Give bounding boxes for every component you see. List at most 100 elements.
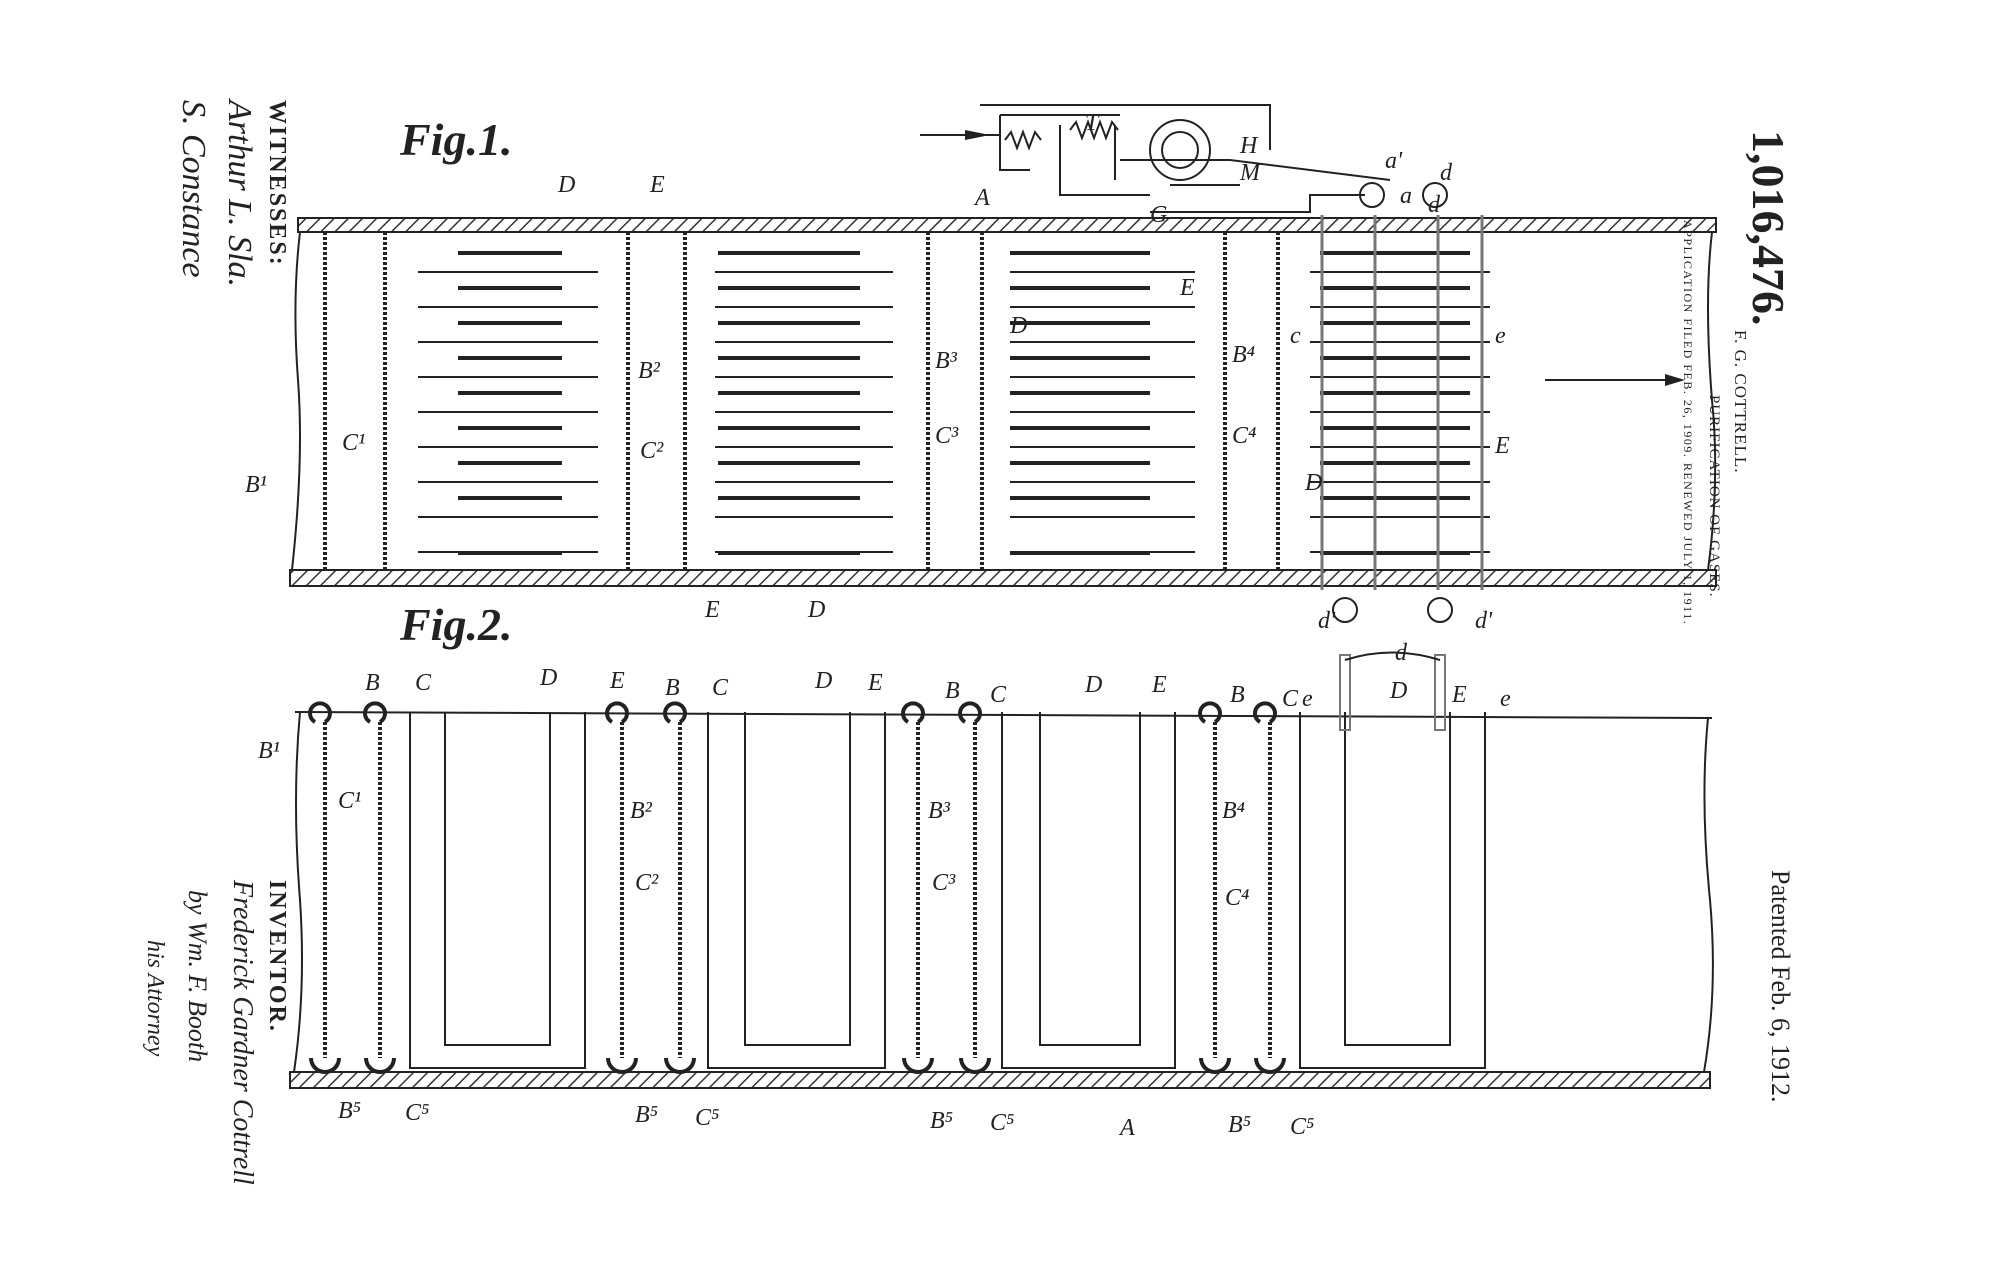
reference-label: E (1451, 682, 1467, 708)
witness-signature: Arthur L. Sla. (221, 100, 258, 288)
hook-top (308, 701, 332, 724)
hook-top (1253, 701, 1277, 724)
reference-label: a (1400, 183, 1412, 209)
hook-top (958, 701, 982, 724)
reference-label: D (539, 665, 557, 691)
tube-break-left (291, 231, 301, 571)
reference-label: E (867, 670, 883, 696)
reference-label: e (1302, 686, 1313, 712)
reference-label: G (1150, 202, 1167, 228)
reference-label: B⁵ (1228, 1112, 1251, 1138)
rod-connector (1344, 651, 1441, 661)
reference-label: C (415, 670, 432, 696)
reference-label: D (1009, 313, 1027, 339)
reference-label: E (1179, 275, 1195, 301)
reference-label: C³ (935, 423, 959, 449)
tube-break-left (293, 711, 303, 1073)
tube-break-right (1703, 717, 1714, 1073)
reference-label: B⁵ (930, 1108, 953, 1134)
inventor-signature: Frederick Gardner Cottrell (227, 880, 258, 1185)
figure-2 (289, 651, 1714, 1089)
reference-label: C² (635, 870, 659, 896)
reference-label: d (1395, 640, 1408, 666)
reference-label: M (1239, 160, 1262, 186)
reference-label: C (712, 675, 729, 701)
insulator (1422, 182, 1448, 208)
reference-label: D (1304, 470, 1322, 496)
arrow-head-icon (1665, 374, 1685, 386)
arrow-head-icon (965, 130, 990, 140)
patented-date: Patented Feb. 6, 1912. (1766, 870, 1795, 1103)
rectifier-hub (1161, 131, 1199, 169)
hook-top (605, 701, 629, 724)
reference-label: C⁵ (1290, 1114, 1314, 1140)
reference-label: A (1118, 1115, 1135, 1141)
reference-label: d' (1318, 608, 1336, 634)
reference-label: C⁴ (1232, 423, 1256, 449)
hook-top (1198, 701, 1222, 724)
support-rod (1339, 654, 1351, 731)
reference-label: E (1151, 672, 1167, 698)
hook-bottom (606, 1057, 638, 1074)
electrode-outer (1299, 712, 1486, 1069)
reference-label: d (1428, 192, 1441, 218)
reference-label: d (1440, 160, 1453, 186)
electrode-inner (744, 712, 851, 1046)
reference-label: E (609, 668, 625, 694)
tube-wall-bottom (289, 569, 1717, 587)
hook-bottom (664, 1057, 696, 1074)
support-rod (1434, 654, 1446, 731)
inventor-name: F. G. COTTRELL. (1731, 330, 1750, 474)
reference-label: B¹ (258, 738, 280, 764)
figure-1 (289, 104, 1717, 623)
reference-label: C³ (932, 870, 956, 896)
reference-label: B³ (928, 798, 951, 824)
reference-label: B (1230, 682, 1245, 708)
witness-signature: S. Constance (175, 100, 212, 278)
hook-top (363, 701, 387, 724)
reference-label: E (1494, 433, 1510, 459)
reference-label: T (1085, 110, 1100, 136)
hook-bottom (364, 1057, 396, 1074)
hook-bottom (309, 1057, 341, 1074)
circuit-wire (980, 104, 1271, 150)
circuit-wire (1150, 194, 1365, 213)
circuit-wire (1059, 125, 1110, 196)
reference-label: B⁵ (635, 1102, 658, 1128)
reference-label: B (665, 675, 680, 701)
electrode-outer (707, 712, 886, 1069)
circuit-wire (1069, 119, 1119, 141)
hook-bottom (902, 1057, 934, 1074)
reference-label: B⁴ (1232, 342, 1255, 368)
reference-label: C⁵ (990, 1110, 1014, 1136)
reference-label: E (649, 172, 665, 198)
electrode-inner (1344, 712, 1451, 1046)
electrode-inner (1039, 712, 1141, 1046)
electrode-inner (444, 712, 551, 1046)
reference-label: C² (640, 438, 664, 464)
reference-label: D (557, 172, 575, 198)
reference-label: D (1389, 678, 1407, 704)
circuit-wire (999, 115, 1030, 171)
reference-label: B¹ (245, 472, 267, 498)
reference-label: d' (1475, 608, 1493, 634)
reference-label: c (1290, 323, 1301, 349)
reference-label: e (1500, 686, 1511, 712)
witnesses-heading: WITNESSES: (264, 100, 290, 267)
patent-title: PURIFICATION OF GASES. (1706, 395, 1722, 598)
fig1-caption: Fig.1. (399, 114, 512, 165)
attorney-title: his Attorney (142, 940, 168, 1057)
fig2-caption: Fig.2. (399, 599, 512, 650)
circuit-wire (1004, 129, 1042, 151)
tube-break-right (1707, 231, 1717, 571)
reference-label: C⁵ (405, 1100, 429, 1126)
tube-top-line (294, 711, 1713, 719)
hook-bottom (1199, 1057, 1231, 1074)
tube-wall-top (297, 217, 1717, 233)
reference-label: H (1239, 133, 1259, 159)
reference-label: C⁵ (695, 1105, 719, 1131)
inventor-heading: INVENTOR. (264, 880, 290, 1033)
application-date: APPLICATION FILED FEB. 26, 1909. RENEWED… (1681, 220, 1695, 626)
